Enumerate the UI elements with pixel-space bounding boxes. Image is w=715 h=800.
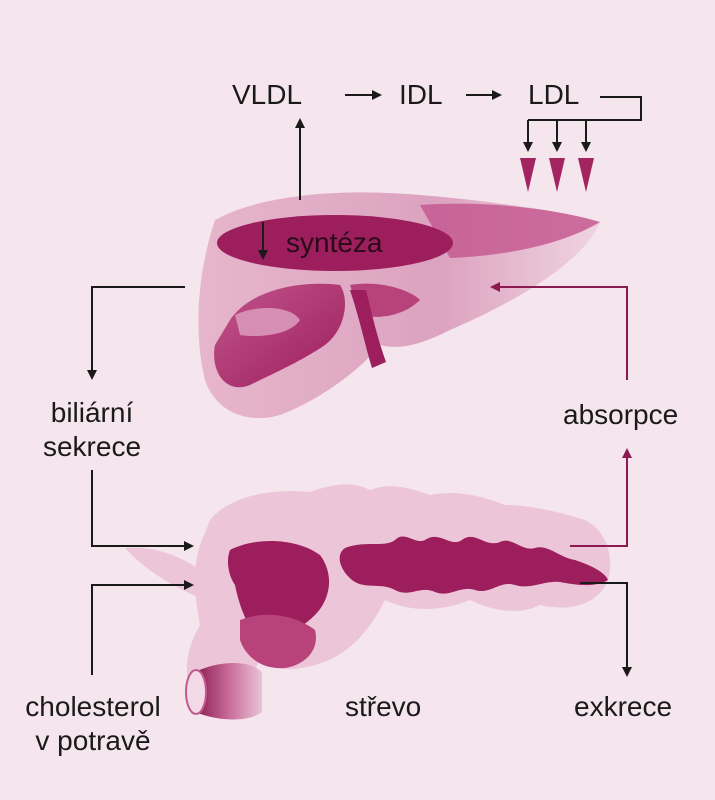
label-cholesterol-line2: v potravě <box>35 725 151 756</box>
ldl-receptors <box>520 158 594 192</box>
label-exkrece: exkrece <box>574 691 673 722</box>
arrow-liver-to-biliary <box>87 286 185 380</box>
receptor-triangle <box>578 158 594 192</box>
label-absorpce: absorpce <box>563 399 679 430</box>
liver-inner-lobe <box>235 308 300 337</box>
arrows <box>87 90 642 677</box>
label-ldl: LDL <box>528 79 580 110</box>
duodenum <box>227 540 330 640</box>
intestine <box>125 484 611 720</box>
arrow-intestine-to-excretion <box>580 582 632 677</box>
arrow-absorption-to-liver <box>490 282 628 380</box>
intestine-lower-loop <box>240 614 316 669</box>
arrow-biliary-to-intestine <box>91 470 194 551</box>
intestine-side-flap <box>125 547 205 600</box>
colon-opening <box>185 669 207 715</box>
receptor-triangle <box>549 158 565 192</box>
liver <box>198 192 600 419</box>
label-synteza: syntéza <box>286 227 383 258</box>
label-strevo: střevo <box>345 691 422 722</box>
liver-right-wing <box>420 203 600 258</box>
synthesis-region <box>217 215 453 271</box>
label-idl: IDL <box>399 79 443 110</box>
liver-lower-lobe <box>214 283 345 388</box>
label-dietary-cholesterol: cholesterol v potravě <box>14 690 172 758</box>
label-cholesterol-line1: cholesterol <box>25 691 161 722</box>
label-biliary-line2: sekrece <box>42 431 142 462</box>
label-biliary-line1: biliární <box>50 397 134 428</box>
arrow-intestine-to-absorption <box>570 448 632 547</box>
label-biliary-secretion: biliární sekrece <box>30 396 154 464</box>
bile-duct <box>350 290 386 368</box>
small-intestine-channel <box>339 536 608 594</box>
arrow-ldl-bracket <box>528 96 642 121</box>
arrow-diet-to-intestine <box>91 580 194 675</box>
label-vldl: VLDL <box>232 79 303 110</box>
colon-tube <box>195 663 262 720</box>
receptor-triangle <box>520 158 536 192</box>
